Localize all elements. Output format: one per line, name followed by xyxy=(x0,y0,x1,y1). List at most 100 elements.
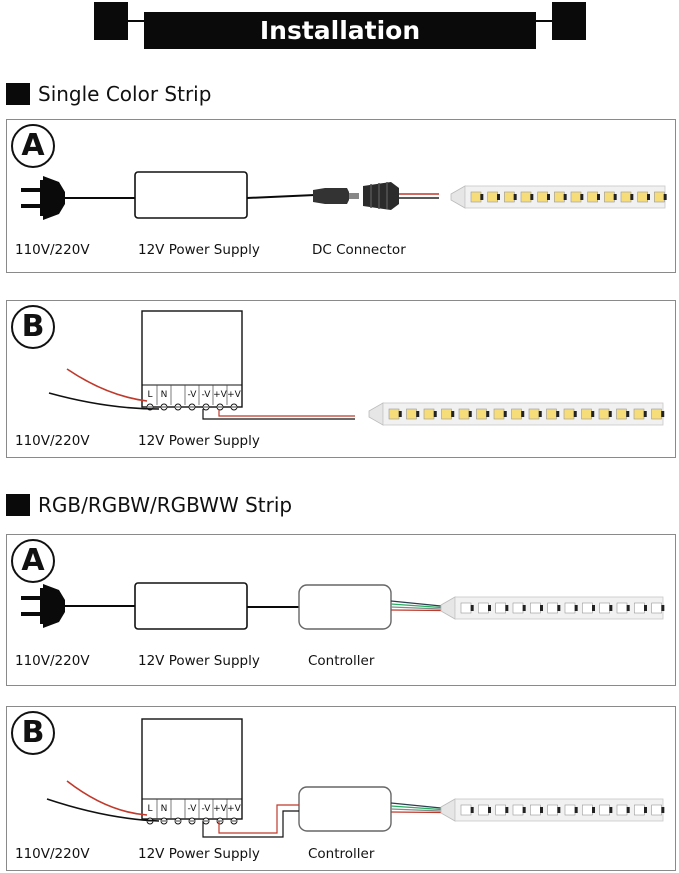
label-power-supply: 12V Power Supply xyxy=(138,846,260,862)
led-chip xyxy=(388,408,400,420)
resistor xyxy=(488,605,491,611)
mains-wire-black xyxy=(48,392,160,410)
strip-end-cap xyxy=(440,798,456,822)
terminal-label: L xyxy=(147,390,152,400)
header-rule-right xyxy=(534,20,552,22)
led-chip xyxy=(423,408,435,420)
resistor xyxy=(597,194,600,200)
resistor xyxy=(630,194,634,200)
resistor xyxy=(661,807,665,813)
led-chip xyxy=(495,804,506,816)
resistor xyxy=(644,807,647,813)
led-chip xyxy=(604,191,615,203)
led-chip xyxy=(616,804,628,816)
plug-body xyxy=(43,584,65,628)
led-chip xyxy=(512,804,524,816)
resistor xyxy=(591,411,595,417)
led-chip xyxy=(547,804,558,816)
resistor xyxy=(522,807,526,813)
led-chip xyxy=(654,191,665,203)
output-wire-black xyxy=(202,810,299,838)
resistor xyxy=(451,411,455,417)
rgb-lead xyxy=(390,609,442,612)
resistor xyxy=(592,605,595,611)
label-mains: 110V/220V xyxy=(15,653,90,669)
terminal-label: -V xyxy=(188,804,198,814)
led-chip xyxy=(478,602,489,614)
plug-prong xyxy=(21,596,41,600)
page-title: Installation xyxy=(144,12,536,49)
badge-a: A xyxy=(11,124,55,168)
terminal-label: +V xyxy=(213,804,228,814)
resistor xyxy=(480,194,484,200)
led-chip xyxy=(537,191,548,203)
led-chip xyxy=(530,804,541,816)
label-mains: 110V/220V xyxy=(15,242,90,258)
resistor xyxy=(433,411,437,417)
resistor xyxy=(470,807,474,813)
resistor xyxy=(470,605,474,611)
resistor xyxy=(613,194,617,200)
resistor xyxy=(486,411,490,417)
wiring-diagram xyxy=(21,582,665,630)
resistor xyxy=(557,605,561,611)
resistor xyxy=(398,411,402,417)
resistor xyxy=(626,807,630,813)
mains-wire-red xyxy=(66,368,148,402)
dc-plug-tip xyxy=(349,193,359,199)
label-controller: Controller xyxy=(308,653,375,669)
resistor xyxy=(538,411,542,417)
label-power-supply: 12V Power Supply xyxy=(138,433,260,449)
output-wire-red xyxy=(218,409,355,417)
power-supply-box xyxy=(134,582,248,630)
resistor xyxy=(661,411,665,417)
led-chip xyxy=(599,804,610,816)
led-chip xyxy=(493,408,505,420)
led-chip xyxy=(470,191,482,203)
label-mains: 110V/220V xyxy=(15,433,90,449)
header-left-square xyxy=(94,2,128,40)
resistor xyxy=(416,411,420,417)
led-chip xyxy=(598,408,610,420)
led-strip xyxy=(440,798,665,822)
resistor xyxy=(647,194,650,200)
resistor xyxy=(643,411,647,417)
led-chip xyxy=(530,602,541,614)
led-chip xyxy=(564,804,576,816)
led-chip xyxy=(406,408,417,420)
power-supply-box xyxy=(141,310,243,408)
led-chip xyxy=(441,408,452,420)
label-dc-connector: DC Connector xyxy=(312,242,406,258)
led-chip xyxy=(458,408,470,420)
dc-plug xyxy=(313,188,349,204)
led-chip xyxy=(616,408,627,420)
led-chip xyxy=(554,191,565,203)
wiring-diagram xyxy=(21,171,667,220)
led-chip xyxy=(504,191,515,203)
led-strip xyxy=(368,402,665,426)
led-chip xyxy=(460,804,472,816)
dc-cable xyxy=(246,194,316,199)
resistor xyxy=(505,605,509,611)
resistor xyxy=(573,411,577,417)
terminal-label: L xyxy=(147,804,152,814)
dc-socket xyxy=(363,182,399,210)
led-chip xyxy=(581,408,592,420)
led-chip xyxy=(476,408,487,420)
terminal-label: -V xyxy=(202,390,212,400)
led-chip xyxy=(546,408,557,420)
plug-prong xyxy=(21,612,41,616)
led-chip xyxy=(460,602,472,614)
resistor xyxy=(626,411,630,417)
power-supply-box xyxy=(134,171,248,219)
badge-a: A xyxy=(11,539,55,583)
resistor xyxy=(626,605,630,611)
led-chip xyxy=(563,408,575,420)
resistor xyxy=(513,194,517,200)
strip-end-cap xyxy=(368,402,384,426)
label-controller: Controller xyxy=(308,846,375,862)
